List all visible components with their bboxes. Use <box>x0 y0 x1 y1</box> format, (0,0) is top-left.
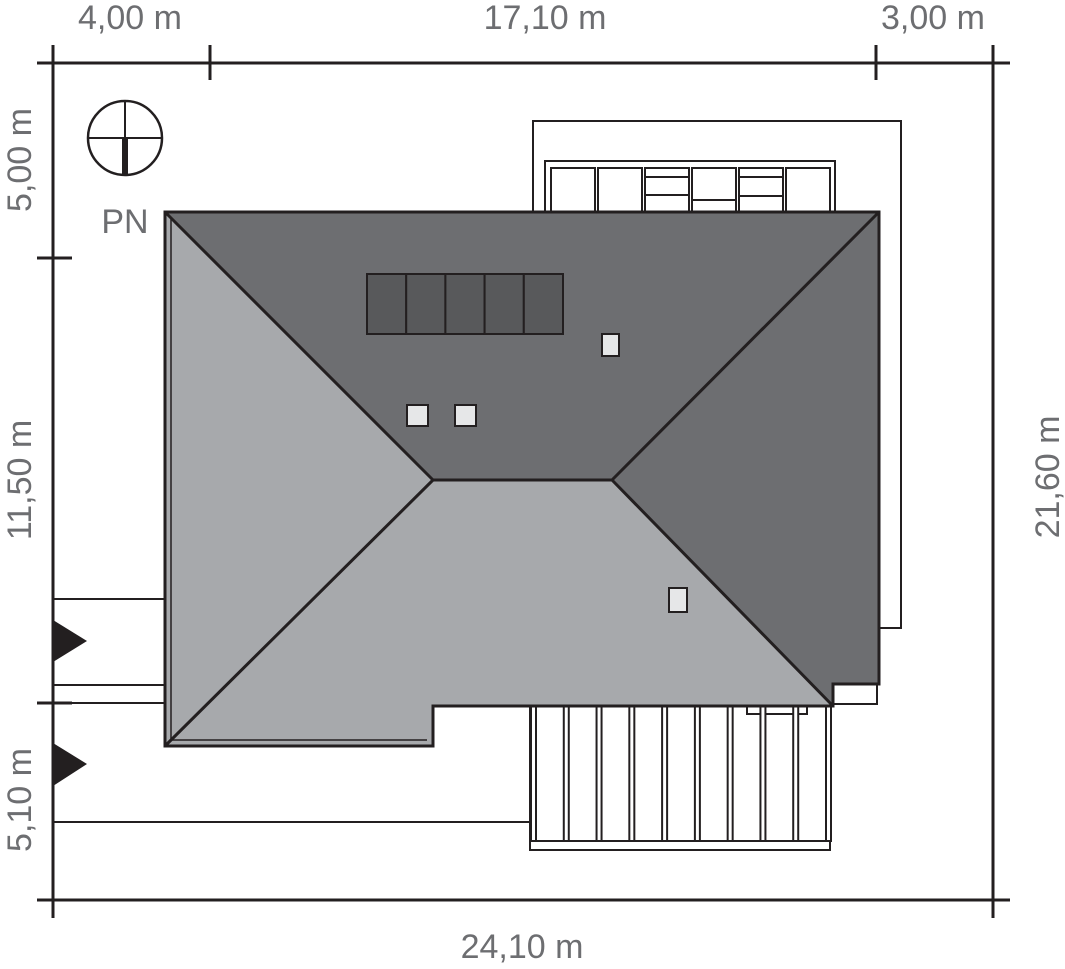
entrance-arrow-icon <box>53 743 87 786</box>
dimension-left-top: 5,00 m <box>1 108 39 212</box>
dimension-bottom: 24,10 m <box>461 928 584 966</box>
skylight <box>454 404 477 427</box>
pergola-slat <box>792 705 800 842</box>
terrace-outline <box>532 120 902 629</box>
dimension-left-bottom: 5,10 m <box>1 748 39 852</box>
skylight <box>601 333 620 357</box>
roof-face-right <box>612 212 879 706</box>
pergola-slat <box>562 705 570 842</box>
pergola-slat <box>661 705 669 842</box>
roof-face-top <box>165 212 879 480</box>
side-step <box>832 683 878 705</box>
pergola-slat <box>825 705 832 842</box>
dimension-top-right: 3,00 m <box>881 0 985 37</box>
solar-panel-cell <box>366 273 408 335</box>
dimension-right: 21,60 m <box>1029 416 1065 539</box>
roof-face-bottom <box>165 480 833 746</box>
top-pergola <box>544 160 836 213</box>
compass-label: PN <box>101 203 148 241</box>
roof <box>163 210 881 748</box>
pergola-slat <box>530 705 537 842</box>
bottom-pergola <box>529 705 832 851</box>
skylight <box>406 404 429 427</box>
driveway-lines <box>53 598 530 823</box>
pergola-slat <box>595 705 603 842</box>
solar-panel-cell <box>483 273 525 335</box>
pergola-slat <box>628 705 636 842</box>
pergola-slat <box>726 705 734 842</box>
dimension-top-middle: 17,10 m <box>484 0 607 37</box>
skylights <box>406 333 688 613</box>
pergola-slat <box>759 705 767 842</box>
plot-boundary <box>37 45 1010 918</box>
solar-panel-cell <box>522 273 564 335</box>
skylight <box>668 587 688 613</box>
pergola-slat <box>693 705 701 842</box>
solar-panel <box>366 273 564 335</box>
dimension-top-left: 4,00 m <box>78 0 182 37</box>
dimension-left-middle: 11,50 m <box>1 420 39 540</box>
entrance-arrow-icon <box>53 620 87 662</box>
solar-panel-cell <box>405 273 447 335</box>
roof-face-left <box>165 212 433 746</box>
solar-panel-cell <box>444 273 486 335</box>
north-arrow-icon <box>86 99 164 177</box>
